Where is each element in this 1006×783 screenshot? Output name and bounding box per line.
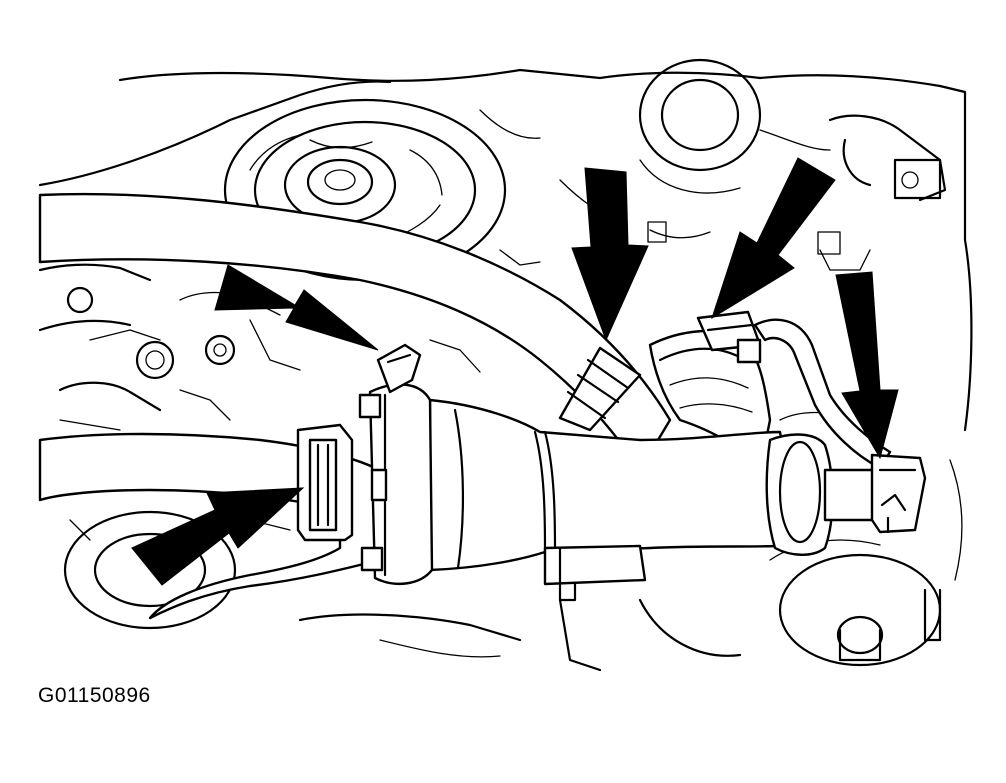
callout-arrows — [131, 157, 899, 586]
engine-background-lineart — [38, 58, 973, 672]
lower-long-hose — [38, 432, 382, 620]
upper-left-hose-clamp — [376, 343, 422, 394]
arrow-icon — [835, 271, 899, 460]
arrow-icon — [571, 167, 649, 342]
right-hose-clip — [870, 453, 927, 534]
arrow-icon — [711, 157, 836, 320]
figure-id-label: G01150896 — [38, 684, 151, 707]
thermostat-housing — [296, 383, 882, 602]
arrow-icon — [131, 487, 305, 586]
arrow-icon — [214, 264, 379, 351]
bypass-hose-clamp — [696, 310, 762, 364]
upper-hose-clamp — [558, 346, 642, 432]
